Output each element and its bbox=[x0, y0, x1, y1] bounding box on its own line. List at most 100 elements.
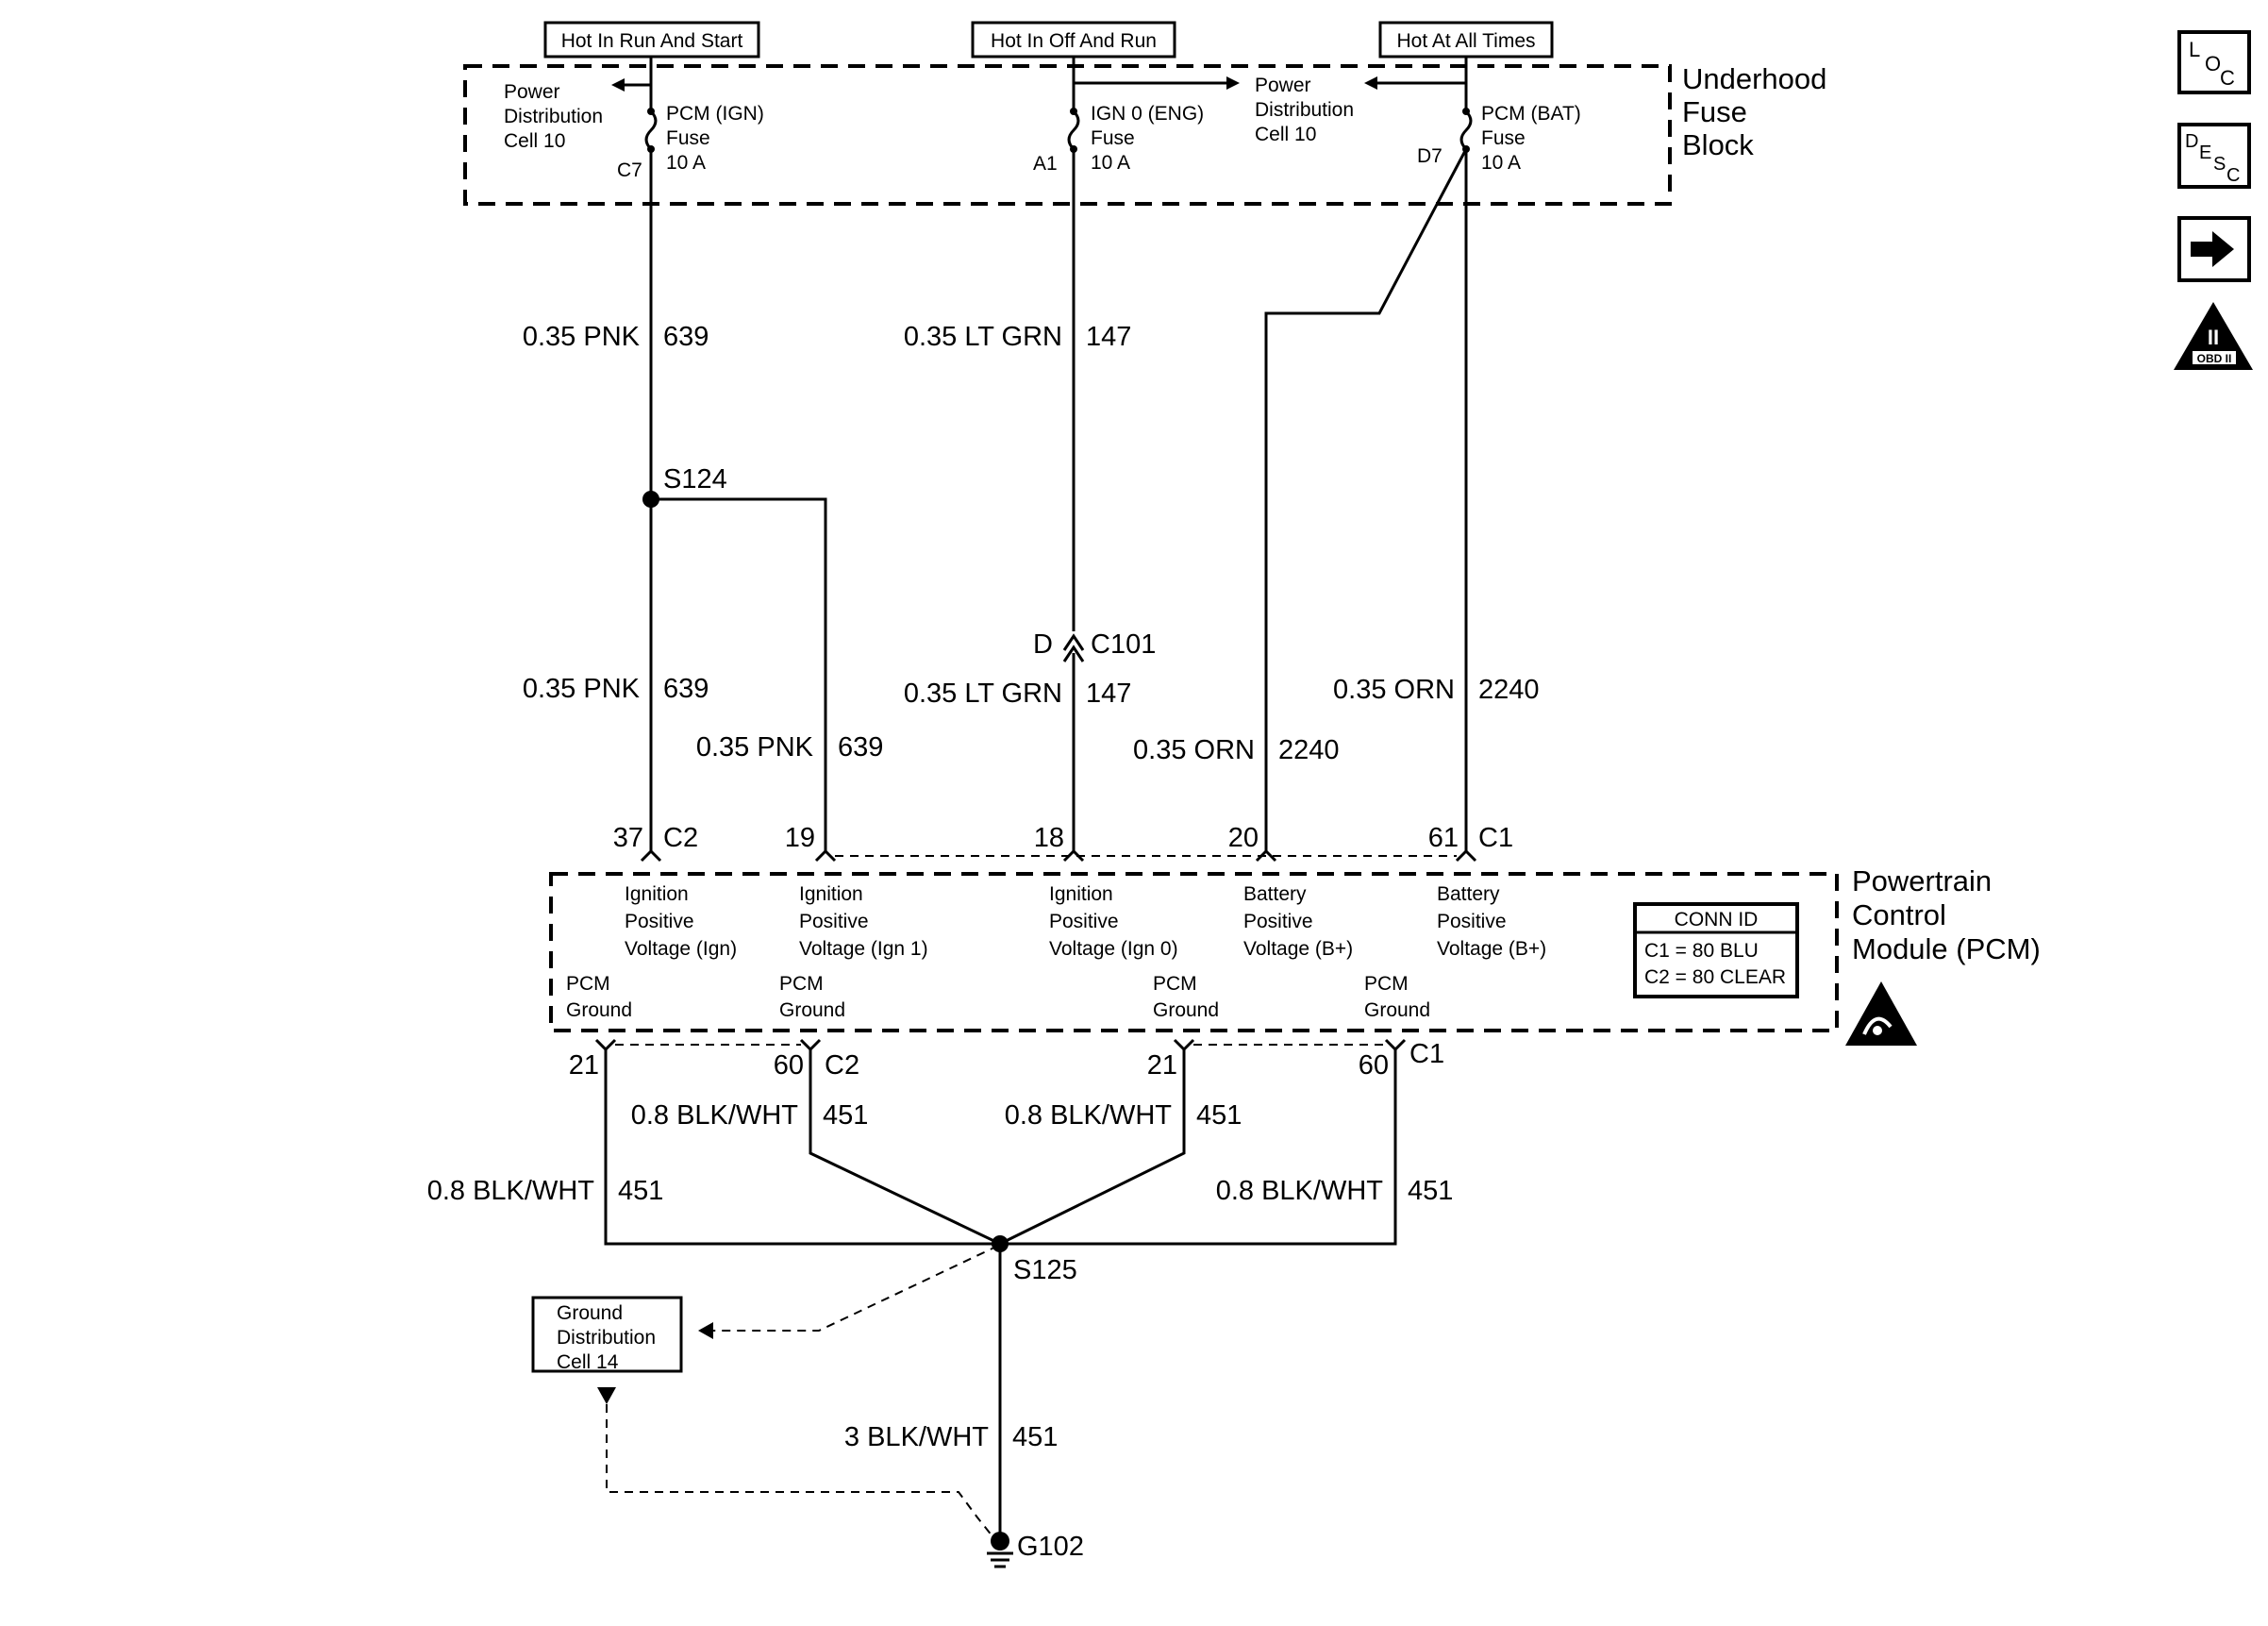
desc-icon-d: D bbox=[2185, 131, 2198, 152]
fuse-eng-symbol bbox=[1067, 57, 1240, 153]
pin-g60b: 60 bbox=[1359, 1050, 1389, 1081]
wire-2240-branch bbox=[1264, 148, 1468, 851]
fuse-eng-2: Fuse bbox=[1091, 127, 1135, 149]
pin-37: 37 bbox=[613, 823, 643, 853]
wire-label-grn-top: 0.35 LT GRN bbox=[904, 322, 1062, 352]
fuse-ign-2: Fuse bbox=[666, 127, 710, 149]
wire-num-orn-a: 2240 bbox=[1278, 735, 1340, 765]
header-all-times: Hot At All Times bbox=[1378, 21, 1554, 59]
splice-s125-label: S125 bbox=[1013, 1255, 1077, 1285]
pin-c2-bot: C2 bbox=[825, 1050, 859, 1081]
terminal-c7: C7 bbox=[617, 159, 642, 181]
wire-num-bw-4: 451 bbox=[1408, 1176, 1453, 1206]
pin-g21b: 21 bbox=[1147, 1050, 1177, 1081]
header-all-times-label: Hot At All Times bbox=[1396, 30, 1535, 52]
ground-dist-1: Ground bbox=[557, 1302, 623, 1324]
header-off-run-label: Hot In Off And Run bbox=[991, 30, 1157, 52]
pcm-gnd1-1: PCM bbox=[566, 973, 610, 995]
wire-label-bw-3: 0.8 BLK/WHT bbox=[427, 1176, 595, 1206]
fuse-ign-3: 10 A bbox=[666, 152, 706, 174]
power-dist-left-3: Cell 10 bbox=[504, 130, 565, 152]
pin-c1-bot: C1 bbox=[1409, 1039, 1444, 1069]
pcm-bat2-3: Voltage (B+) bbox=[1437, 938, 1546, 960]
wire-label-bw-4: 0.8 BLK/WHT bbox=[1216, 1176, 1384, 1206]
wire-num-bw-main: 451 bbox=[1012, 1422, 1058, 1452]
loc-icon-c: C bbox=[2220, 66, 2235, 90]
wire-num-bw-1: 451 bbox=[823, 1100, 868, 1131]
ground-g102-label: G102 bbox=[1017, 1532, 1084, 1562]
pcm-gnd2-1: PCM bbox=[779, 973, 824, 995]
fuse-block-outline bbox=[463, 64, 1672, 206]
wire-num-orn-b: 2240 bbox=[1478, 675, 1540, 705]
pcm-ign-1: Ignition bbox=[625, 883, 689, 905]
pcm-ign0-2: Positive bbox=[1049, 911, 1119, 932]
wire-label-bw-main: 3 BLK/WHT bbox=[844, 1422, 989, 1452]
pcm-ign1-3: Voltage (Ign 1) bbox=[799, 938, 928, 960]
desc-icon-s: S bbox=[2213, 154, 2226, 175]
splice-s124-label: S124 bbox=[663, 464, 727, 495]
pin-19: 19 bbox=[785, 823, 815, 853]
wire-num-bw-2: 451 bbox=[1196, 1100, 1242, 1131]
wire-num-pnk-a: 639 bbox=[663, 674, 709, 704]
ground-g102-icon bbox=[987, 1532, 1013, 1568]
pcm-ign0-3: Voltage (Ign 0) bbox=[1049, 938, 1178, 960]
fuse-eng-3: 10 A bbox=[1091, 152, 1130, 174]
connector-c101-bottom bbox=[1062, 645, 1085, 662]
pin-chevrons-bottom bbox=[594, 1038, 1407, 1052]
loc-icon-o: O bbox=[2205, 52, 2221, 75]
terminal-a1: A1 bbox=[1033, 153, 1058, 175]
connector-c101-label: C101 bbox=[1091, 629, 1156, 660]
power-dist-left-1: Power bbox=[504, 81, 560, 103]
pcm-title-1: Powertrain bbox=[1852, 864, 1992, 897]
conn-id-title: CONN ID bbox=[1675, 909, 1759, 930]
power-dist-right-3: Cell 10 bbox=[1255, 124, 1316, 145]
pcm-bat2-label: Battery Positive Voltage (B+) bbox=[1437, 883, 1546, 960]
pcm-ign0-label: Ignition Positive Voltage (Ign 0) bbox=[1049, 883, 1178, 960]
wire-451-outer bbox=[604, 1049, 1397, 1246]
wire-451-left-inner bbox=[809, 1049, 1001, 1246]
fuse-ign-1: PCM (IGN) bbox=[666, 103, 764, 125]
ground-dist-3: Cell 14 bbox=[557, 1351, 619, 1373]
fuse-bat-3: 10 A bbox=[1481, 152, 1521, 174]
pcm-gnd3-1: PCM bbox=[1153, 973, 1197, 995]
pcm-gnd2-2: Ground bbox=[779, 999, 845, 1021]
fuse-block-title-2: Fuse bbox=[1682, 95, 1747, 128]
arrow-right-icon bbox=[1226, 76, 1240, 90]
pcm-ign-3: Voltage (Ign) bbox=[625, 938, 737, 960]
pcm-bat1-3: Voltage (B+) bbox=[1243, 938, 1353, 960]
conn-id-box: CONN ID C1 = 80 BLU C2 = 80 CLEAR bbox=[1633, 902, 1799, 998]
pcm-gnd1-2: Ground bbox=[566, 999, 632, 1021]
pcm-ground-labels: PCM Ground PCM Ground PCM Ground PCM Gro… bbox=[566, 973, 1430, 1021]
pin-18: 18 bbox=[1034, 823, 1064, 853]
pcm-bat1-2: Positive bbox=[1243, 911, 1313, 932]
arrow-down-icon bbox=[597, 1387, 616, 1404]
pin-g60a: 60 bbox=[774, 1050, 804, 1081]
pcm-ign1-2: Positive bbox=[799, 911, 869, 932]
pcm-bat2-1: Battery bbox=[1437, 883, 1500, 905]
header-run-start: Hot In Run And Start bbox=[543, 21, 760, 59]
ground-dist-ref-line-2 bbox=[606, 1404, 993, 1537]
obd-ii-icon[interactable]: II OBD II bbox=[2174, 302, 2253, 370]
conn-id-c1: C1 = 80 BLU bbox=[1644, 940, 1759, 962]
pcm-title-2: Control bbox=[1852, 898, 1946, 931]
obd-ii-label: OBD II bbox=[2197, 352, 2232, 365]
ground-dist-2: Distribution bbox=[557, 1327, 656, 1349]
wire-451-right-inner bbox=[999, 1049, 1186, 1246]
splice-s125-dot bbox=[992, 1235, 1009, 1252]
fuse-block-title-1: Underhood bbox=[1682, 62, 1826, 95]
header-off-run: Hot In Off And Run bbox=[971, 21, 1176, 59]
fuse-eng-1: IGN 0 (ENG) bbox=[1091, 103, 1204, 125]
power-dist-right-1: Power bbox=[1255, 75, 1311, 96]
arrow-left-icon bbox=[1364, 76, 1377, 90]
wire-num-pnk-b: 639 bbox=[838, 732, 883, 763]
arrow-left-icon bbox=[611, 78, 625, 92]
next-arrow-icon[interactable] bbox=[2177, 216, 2251, 282]
wire-label-pnk-b: 0.35 PNK bbox=[696, 732, 814, 763]
loc-icon[interactable]: L O C bbox=[2177, 30, 2251, 94]
pin-c2-top: C2 bbox=[663, 823, 698, 853]
header-run-start-label: Hot In Run And Start bbox=[561, 30, 743, 52]
desc-icon[interactable]: D E S C bbox=[2177, 123, 2251, 189]
power-dist-right-2: Distribution bbox=[1255, 99, 1354, 121]
wire-label-grn-bot: 0.35 LT GRN bbox=[904, 679, 1062, 709]
